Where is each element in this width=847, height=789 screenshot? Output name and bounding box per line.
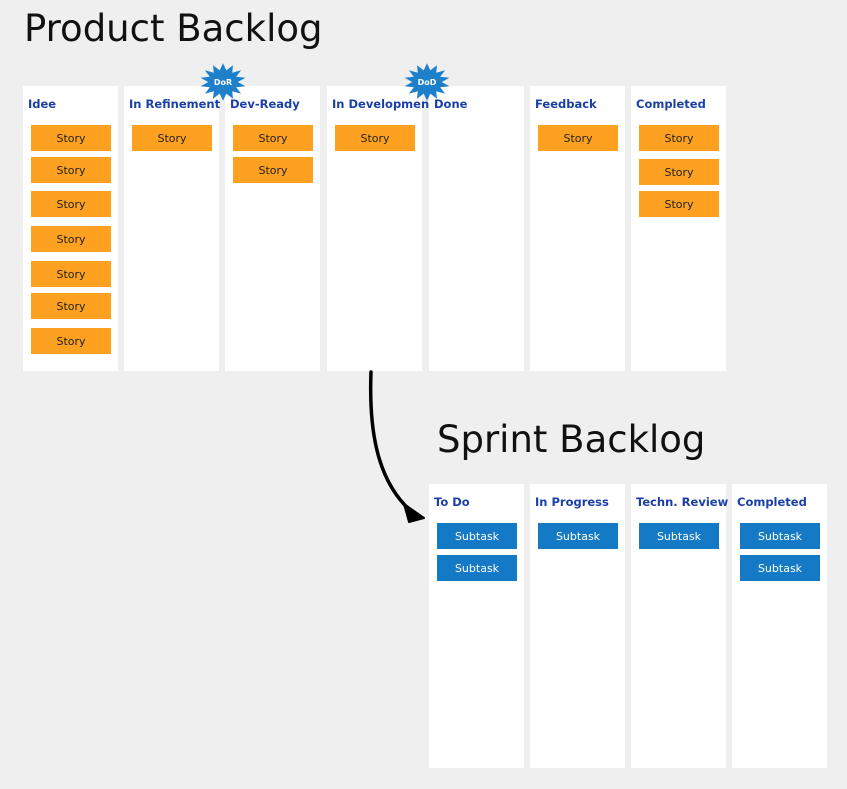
dod-badge: DoD	[403, 62, 451, 102]
subtask-card[interactable]: Subtask	[740, 555, 820, 581]
story-card[interactable]: Story	[335, 125, 415, 151]
column-label: Done	[434, 97, 468, 111]
story-card[interactable]: Story	[31, 191, 111, 217]
story-card[interactable]: Story	[31, 226, 111, 252]
starburst-icon	[200, 63, 246, 101]
column-label: Completed	[636, 97, 706, 111]
dor-badge: DoR	[199, 62, 247, 102]
story-card[interactable]: Story	[31, 293, 111, 319]
column-label: In Development	[332, 97, 435, 111]
column-label: Feedback	[535, 97, 597, 111]
badge-label: DoR	[213, 77, 233, 87]
story-card[interactable]: Story	[233, 157, 313, 183]
starburst-icon	[404, 63, 450, 101]
story-card[interactable]: Story	[639, 125, 719, 151]
subtask-card[interactable]: Subtask	[538, 523, 618, 549]
column-label: Techn. Review	[636, 495, 729, 509]
column-label: To Do	[434, 495, 470, 509]
story-card[interactable]: Story	[31, 157, 111, 183]
pb-column-done: Done	[429, 86, 524, 371]
story-card[interactable]: Story	[639, 159, 719, 185]
story-card[interactable]: Story	[132, 125, 212, 151]
story-card[interactable]: Story	[31, 125, 111, 151]
column-label: Dev-Ready	[230, 97, 300, 111]
subtask-card[interactable]: Subtask	[437, 555, 517, 581]
column-label: In Refinement	[129, 97, 221, 111]
story-card[interactable]: Story	[31, 328, 111, 354]
badge-label: DoD	[417, 77, 437, 87]
column-label: Completed	[737, 495, 807, 509]
sprint-backlog-title: Sprint Backlog	[437, 418, 706, 461]
subtask-card[interactable]: Subtask	[740, 523, 820, 549]
story-card[interactable]: Story	[639, 191, 719, 217]
story-card[interactable]: Story	[31, 261, 111, 287]
subtask-card[interactable]: Subtask	[437, 523, 517, 549]
column-label: Idee	[28, 97, 57, 111]
subtask-card[interactable]: Subtask	[639, 523, 719, 549]
story-card[interactable]: Story	[538, 125, 618, 151]
column-label: In Progress	[535, 495, 609, 509]
product-backlog-title: Product Backlog	[24, 7, 323, 50]
story-card[interactable]: Story	[233, 125, 313, 151]
